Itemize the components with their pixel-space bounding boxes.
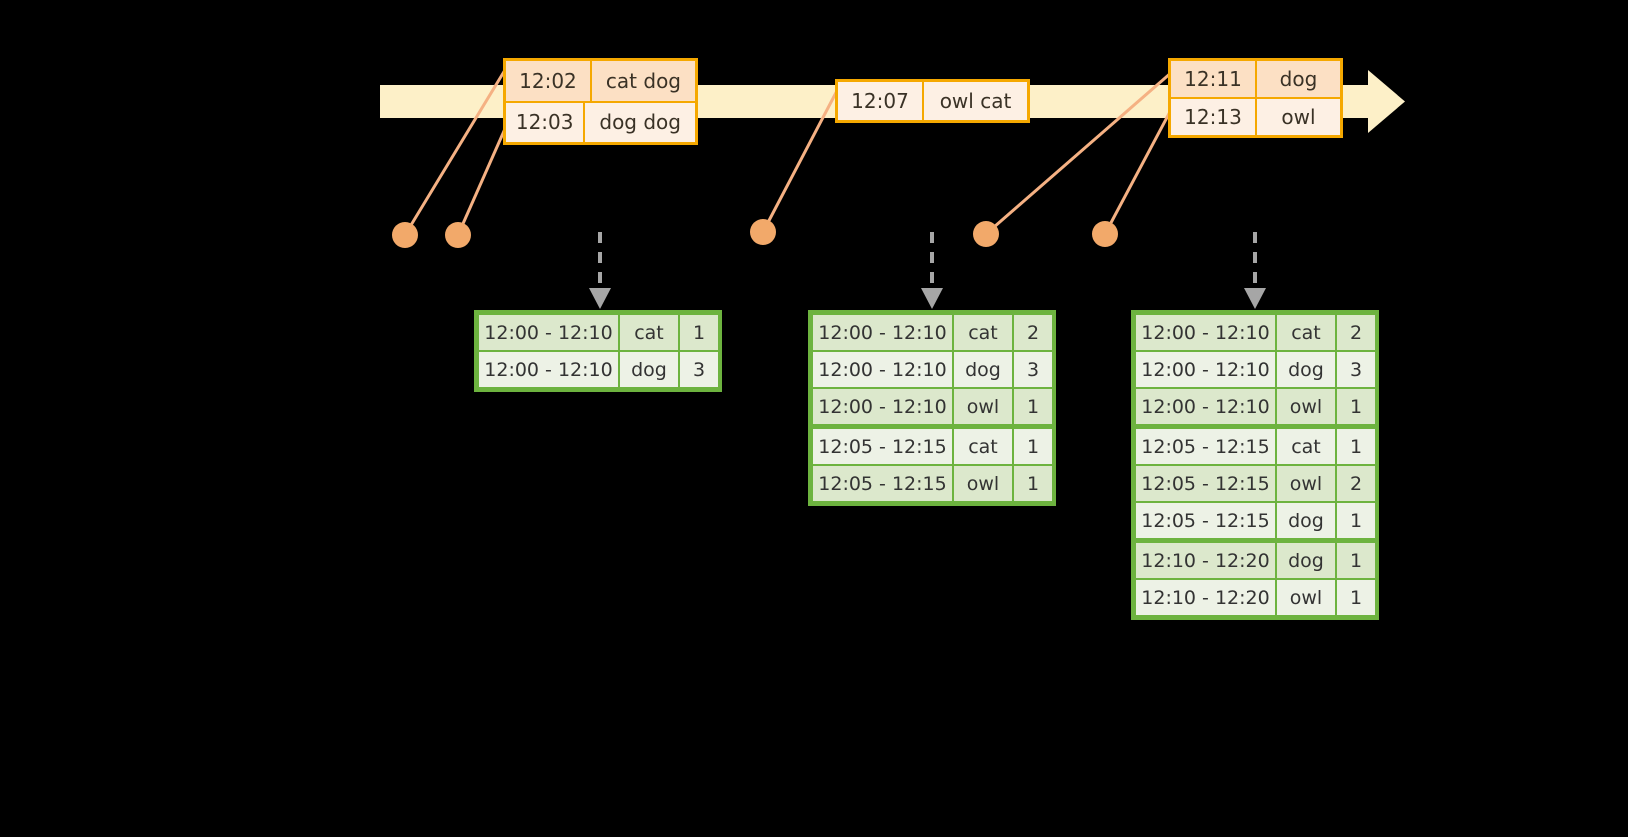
cell-count: 1 xyxy=(1337,429,1375,464)
event-row: 12:03 dog dog xyxy=(506,100,695,142)
cell-key: owl xyxy=(1277,466,1335,501)
cell-key: owl xyxy=(1277,580,1335,615)
cell-key: cat xyxy=(1277,429,1335,464)
cell-key: cat xyxy=(954,315,1012,350)
cell-count: 1 xyxy=(1337,389,1375,424)
cell-key: dog xyxy=(1277,352,1335,387)
cell-count: 1 xyxy=(1014,466,1052,501)
cell-count: 2 xyxy=(1337,315,1375,350)
cell-window: 12:00 - 12:10 xyxy=(1136,315,1275,350)
cell-count: 1 xyxy=(1014,429,1052,464)
connector-line-5 xyxy=(1103,107,1174,235)
cell-count: 2 xyxy=(1014,315,1052,350)
cell-count: 1 xyxy=(680,315,718,350)
event-time: 12:02 xyxy=(506,61,592,101)
dot-2 xyxy=(445,222,471,248)
cell-key: owl xyxy=(954,389,1012,424)
event-words: owl cat xyxy=(924,82,1027,120)
event-words: dog xyxy=(1257,61,1340,97)
event-row: 12:02 cat dog xyxy=(506,61,695,101)
event-row: 12:13 owl xyxy=(1171,97,1340,135)
event-time: 12:03 xyxy=(506,102,586,142)
cell-window: 12:00 - 12:10 xyxy=(1136,352,1275,387)
cell-count: 2 xyxy=(1337,466,1375,501)
emit-arrowhead-2 xyxy=(921,288,943,309)
dot-1 xyxy=(392,222,418,248)
dot-3 xyxy=(750,219,776,245)
cell-window: 12:00 - 12:10 xyxy=(1136,389,1275,424)
cell-window: 12:00 - 12:10 xyxy=(813,389,952,424)
cell-window: 12:00 - 12:10 xyxy=(813,315,952,350)
cell-window: 12:05 - 12:15 xyxy=(1136,466,1275,501)
cell-key: owl xyxy=(1277,389,1335,424)
cell-count: 1 xyxy=(1337,503,1375,538)
connector-line-2 xyxy=(456,121,510,236)
cell-window: 12:05 - 12:15 xyxy=(813,466,952,501)
cell-count: 3 xyxy=(1014,352,1052,387)
cell-window: 12:00 - 12:10 xyxy=(479,352,618,387)
event-group-1: 12:02 cat dog 12:03 dog dog xyxy=(503,58,698,145)
cell-window: 12:00 - 12:10 xyxy=(813,352,952,387)
event-words: owl xyxy=(1257,99,1340,135)
timeline-arrowhead xyxy=(1368,70,1405,133)
cell-window: 12:05 - 12:15 xyxy=(813,429,952,464)
cell-key: dog xyxy=(1277,543,1335,578)
event-group-3: 12:11 dog 12:13 owl xyxy=(1168,58,1343,138)
dot-5 xyxy=(1092,221,1118,247)
event-row: 12:11 dog xyxy=(1171,61,1340,97)
event-words: cat dog xyxy=(591,61,695,101)
dot-4 xyxy=(973,221,999,247)
event-time: 12:11 xyxy=(1171,61,1257,97)
cell-count: 1 xyxy=(1014,389,1052,424)
event-time: 12:13 xyxy=(1171,99,1257,135)
timeline-graphics xyxy=(380,69,1405,309)
connector-line-3 xyxy=(761,84,842,233)
connector-line-1 xyxy=(403,69,507,236)
cell-count: 1 xyxy=(1337,543,1375,578)
cell-key: cat xyxy=(620,315,678,350)
cell-window: 12:05 - 12:15 xyxy=(1136,429,1275,464)
cell-key: dog xyxy=(954,352,1012,387)
cell-window: 12:05 - 12:15 xyxy=(1136,503,1275,538)
emit-arrowhead-3 xyxy=(1244,288,1266,309)
cell-key: owl xyxy=(954,466,1012,501)
cell-count: 3 xyxy=(1337,352,1375,387)
cell-count: 3 xyxy=(680,352,718,387)
cell-key: cat xyxy=(1277,315,1335,350)
cell-key: dog xyxy=(1277,503,1335,538)
cell-window: 12:00 - 12:10 xyxy=(479,315,618,350)
connector-line-4 xyxy=(985,70,1173,236)
event-group-2: 12:07 owl cat xyxy=(835,79,1030,123)
cell-window: 12:10 - 12:20 xyxy=(1136,543,1275,578)
event-row: 12:07 owl cat xyxy=(838,82,1027,120)
cell-key: dog xyxy=(620,352,678,387)
cell-key: cat xyxy=(954,429,1012,464)
cell-window: 12:10 - 12:20 xyxy=(1136,580,1275,615)
cell-count: 1 xyxy=(1337,580,1375,615)
event-words: dog dog xyxy=(585,102,695,142)
event-time: 12:07 xyxy=(838,82,924,120)
emit-arrowhead-1 xyxy=(589,288,611,309)
